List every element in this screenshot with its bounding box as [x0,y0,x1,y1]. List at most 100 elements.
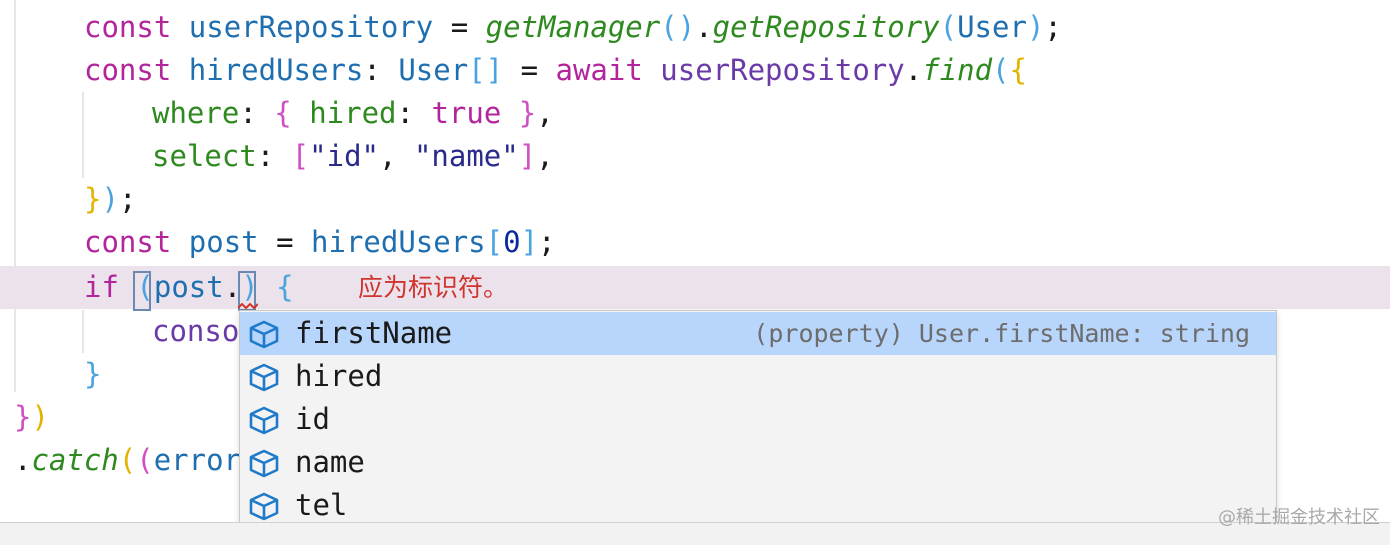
code-line-8[interactable]: conso [0,310,1390,353]
indent-guide [82,310,84,353]
suggestion-detail: (property) User.firstName: string [753,319,1250,348]
string-literal: "name" [413,139,519,173]
property-key: where [152,96,240,130]
method-name: catch [31,443,119,477]
property-cube-icon [249,449,279,478]
code-line-2[interactable]: const hiredUsers: User[] = await userRep… [0,49,1390,92]
suggestion-label: hired [295,359,383,393]
code-line-1[interactable]: const userRepository = getManager().getR… [0,6,1390,49]
paren: ( [118,443,137,477]
function-name: getManager [485,10,661,44]
comma: , [536,139,554,173]
brace: } [14,400,32,434]
bracket: [ [291,139,310,173]
paren: ( [939,10,958,44]
keyword-const: const [84,53,172,87]
code-line-7-current[interactable]: if (post.) { [0,266,1390,309]
property-cube-icon [249,406,279,435]
variable-name: hiredUsers [188,53,364,87]
variable-name: hiredUsers [311,225,486,259]
type-name: User [957,10,1027,44]
keyword-await: await [555,53,643,87]
string-literal: "id" [309,139,380,173]
code-line-10[interactable]: }) [0,396,1390,439]
brace: { [276,270,294,304]
code-line-5[interactable]: }); [0,178,1390,221]
code-line-11[interactable]: .catch((error [0,439,1390,482]
property-cube-icon [249,363,279,392]
method-name: find [922,53,993,87]
boolean-literal: true [431,96,502,130]
operator: = [276,225,294,259]
brace: } [84,182,102,216]
bottom-panel-edge [0,522,1390,545]
watermark: @稀土掘金技术社区 [1218,507,1380,528]
suggestion-label: id [295,402,330,436]
operator: = [520,53,539,87]
paren: ) [1026,10,1045,44]
code-line-4[interactable]: select: ["id", "name"], [0,135,1390,178]
variable-name: post [153,270,224,304]
brace: { [1009,53,1027,87]
suggestion-item-name[interactable]: name [240,441,1276,484]
error-message: 应为标识符。 [358,273,509,302]
type-name: User [398,53,469,87]
code-line-6[interactable]: const post = hiredUsers[0]; [0,221,1390,264]
brace: } [518,96,537,130]
dot: . [14,443,32,477]
indent-guide [14,0,16,392]
paren: ( [660,10,678,44]
bracket: [ [485,225,504,259]
code-line-3[interactable]: where: { hired: true }, [0,92,1390,135]
property-key: hired [309,96,397,130]
paren: ) [31,400,49,434]
bracket-match-box [133,271,151,311]
operator: = [450,10,469,44]
number-literal: 0 [503,225,521,259]
suggestion-label: firstName [295,316,453,350]
paren: ) [101,182,119,216]
colon: : [363,53,381,87]
keyword-if: if [84,270,119,304]
property-cube-icon [249,320,279,349]
suggestion-item-firstName[interactable]: firstName (property) User.firstName: str… [240,312,1276,355]
paren: ( [136,443,154,477]
property-cube-icon [249,492,279,521]
keyword-const: const [84,10,172,44]
parameter-name: error [153,443,242,477]
object-name: conso [152,314,240,348]
suggestion-item-id[interactable]: id [240,398,1276,441]
autocomplete-widget[interactable]: firstName (property) User.firstName: str… [239,310,1277,536]
variable-name: post [188,225,259,259]
function-name: getRepository [712,10,940,44]
indent-guide [82,92,84,178]
variable-name: userRepository [188,10,434,44]
error-squiggle-icon [238,302,258,310]
colon: : [396,96,414,130]
brace: } [84,357,102,391]
suggestion-item-tel[interactable]: tel [240,484,1276,527]
brackets: [] [468,53,504,87]
keyword-const: const [84,225,172,259]
dot: . [904,53,923,87]
brace: { [274,96,292,130]
semicolon: ; [538,225,556,259]
code-line-9[interactable]: } [0,353,1390,396]
comma: , [536,96,554,130]
comma: , [379,139,397,173]
suggestion-label: name [295,445,365,479]
bracket: ] [518,139,537,173]
suggestion-label: tel [295,488,348,522]
colon: : [239,96,257,130]
semicolon: ; [118,182,137,216]
paren: ( [992,53,1010,87]
object-name: userRepository [660,53,905,87]
semicolon: ; [1044,10,1062,44]
bracket: ] [520,225,539,259]
dot: . [695,10,713,44]
colon: : [256,139,275,173]
suggestion-item-hired[interactable]: hired [240,355,1276,398]
property-key: select [152,139,257,173]
dot: . [223,270,242,304]
